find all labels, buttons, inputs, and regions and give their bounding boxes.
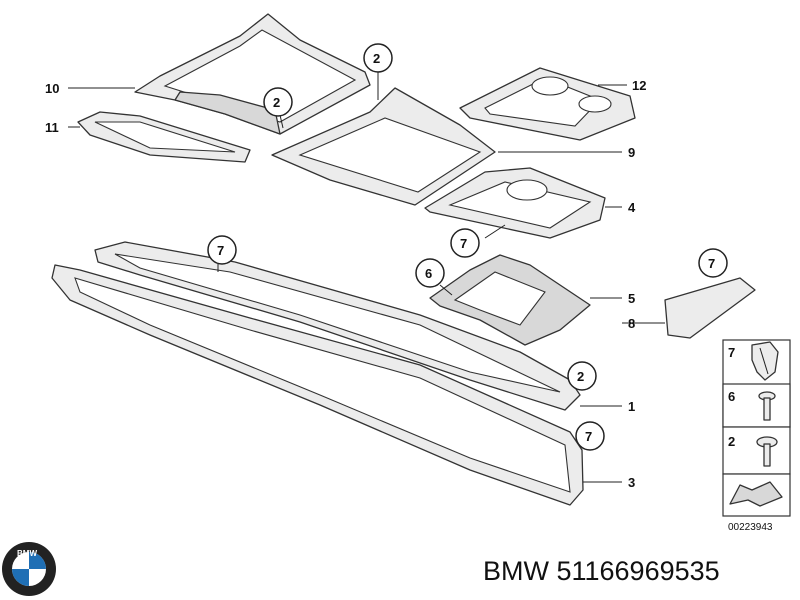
callout-12: 12 (632, 78, 646, 93)
callout-9: 9 (628, 145, 635, 160)
callout-7-endcover: 7 (698, 248, 728, 278)
part-number-caption: BMW 51166969535 (483, 556, 720, 586)
callout-4: 4 (628, 200, 636, 215)
svg-text:2: 2 (373, 51, 380, 66)
screw-icon (758, 391, 776, 421)
callout-1: 1 (628, 399, 635, 414)
svg-text:2: 2 (273, 95, 280, 110)
fastener-legend: 7 6 2 00223943 (722, 339, 791, 533)
legend-label-3: 2 (728, 434, 735, 449)
part-8-end-cover (664, 277, 756, 339)
callout-2-tray: 2 (263, 87, 293, 117)
callout-2-top: 2 (363, 43, 393, 73)
flange-screw-icon (756, 436, 778, 467)
legend-label-1: 7 (728, 345, 735, 360)
clip-icon (751, 341, 779, 381)
arrow-symbol-icon (729, 481, 783, 507)
callout-7-strip3: 7 (575, 421, 605, 451)
svg-text:7: 7 (585, 429, 592, 444)
callout-8: 8 (628, 316, 635, 331)
svg-text:BMW: BMW (17, 549, 37, 558)
part-10-storage-tray (134, 13, 371, 135)
svg-text:7: 7 (460, 236, 467, 251)
svg-text:2: 2 (577, 369, 584, 384)
callout-10: 10 (45, 81, 59, 96)
callout-5: 5 (628, 291, 635, 306)
part-9-console-frame (271, 87, 496, 206)
diagram-id: 00223943 (728, 522, 773, 533)
part-5-bracket (429, 254, 591, 346)
part-4-center-cover (424, 167, 606, 239)
callout-2-strip1: 2 (567, 361, 597, 391)
svg-text:6: 6 (425, 266, 432, 281)
part-1-upper-strip (94, 241, 581, 411)
callout-7-cover: 7 (450, 228, 480, 258)
callout-11: 11 (45, 120, 59, 135)
svg-text:7: 7 (708, 256, 715, 271)
callout-6-bracket: 6 (415, 258, 445, 288)
legend-label-2: 6 (728, 389, 735, 404)
svg-text:7: 7 (217, 243, 224, 258)
callout-3: 3 (628, 475, 635, 490)
part-3-lower-strip (51, 264, 584, 506)
part-12-cupholder-trim (459, 67, 636, 141)
leader-lines (68, 72, 665, 483)
part-11-side-panel (77, 111, 251, 163)
bmw-logo: BMW (2, 542, 56, 596)
callout-7-strip: 7 (207, 235, 237, 265)
